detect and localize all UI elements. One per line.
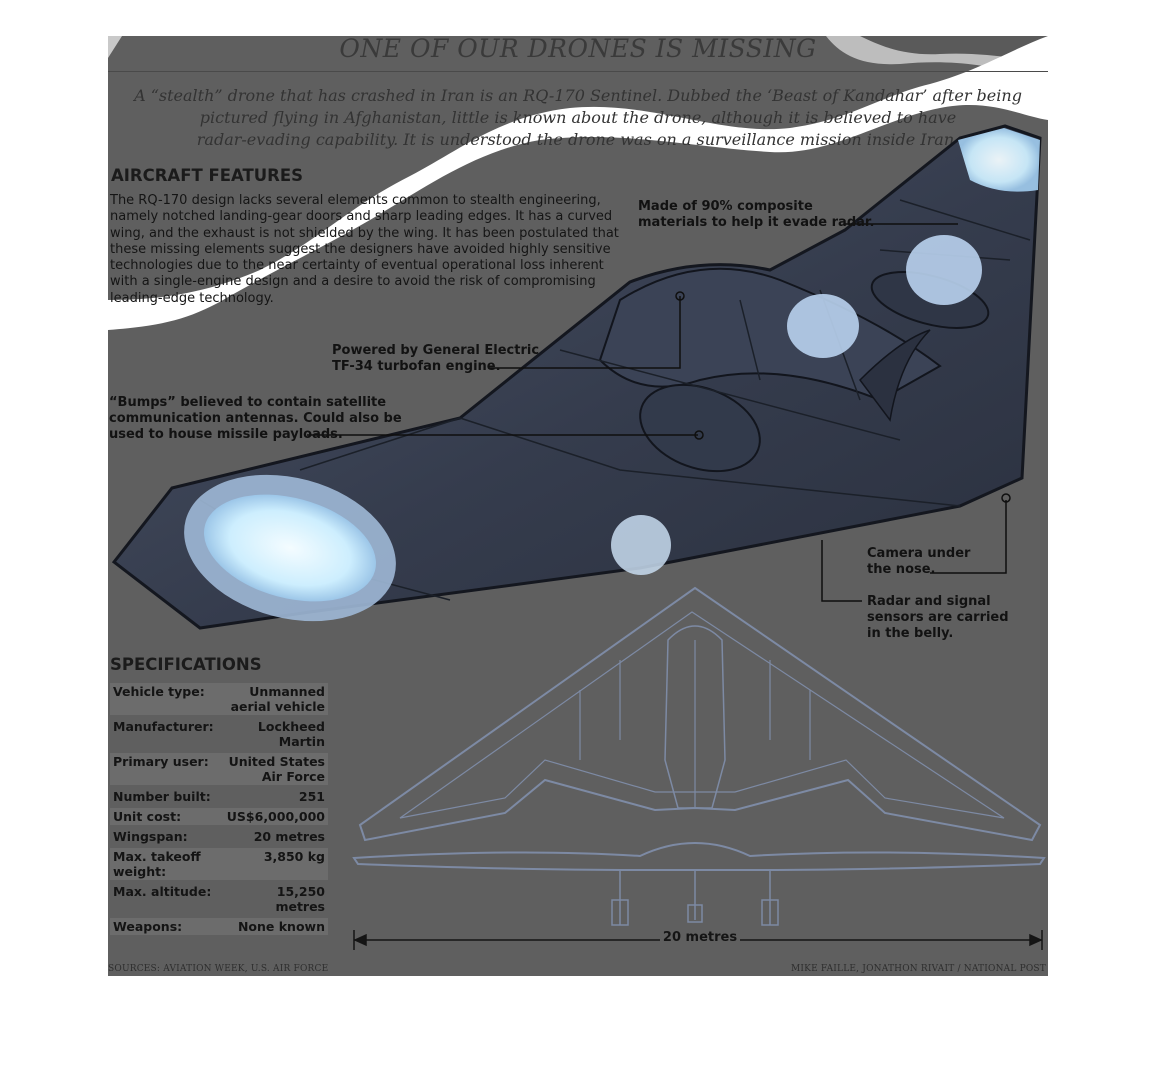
callout-radar: Radar and signal sensors are carried in …	[867, 594, 1009, 642]
spec-label: Weapons:	[110, 918, 222, 935]
front-view	[352, 842, 1046, 871]
spec-label: Primary user:	[110, 753, 222, 785]
spec-value: None known	[221, 918, 328, 935]
spec-value: 15,250 metres	[275, 884, 325, 914]
plan-view-inner	[399, 611, 1005, 819]
spec-value: 20 metres	[253, 829, 325, 844]
callout-bumps: “Bumps” believed to contain satellite co…	[109, 395, 402, 443]
plan-panel-lines	[579, 640, 811, 808]
plan-view-outline	[358, 586, 1042, 842]
features-line: technologies due to the near certainty o…	[110, 258, 604, 274]
spec-row: Max. takeoff weight: 3,850 kg	[110, 848, 328, 880]
callout-line: Made of 90% composite	[638, 199, 813, 214]
callout-line: Radar and signal	[867, 594, 991, 609]
spec-label: Wingspan:	[113, 829, 188, 844]
spec-label: Vehicle type:	[110, 683, 222, 715]
right-wave-dark	[860, 36, 1048, 62]
spec-value-line: United States	[228, 754, 325, 769]
tail-surface	[859, 329, 931, 422]
spec-value-line: Air Force	[261, 769, 325, 784]
spec-value-line: Unmanned	[249, 684, 325, 699]
callout-line: sensors are carried	[867, 610, 1009, 625]
features-text: The RQ-170 design lacks several elements…	[110, 193, 619, 307]
camera-leader	[930, 500, 1007, 574]
spec-label: Max. takeoff weight:	[110, 848, 222, 880]
engine-leader	[488, 296, 681, 369]
plan-fuselage	[664, 625, 726, 809]
dimension-label: 20 metres	[660, 930, 740, 945]
intro-line: pictured flying in Afghanistan, little i…	[199, 108, 957, 127]
spec-row: Number built: 251	[110, 788, 328, 805]
callout-line: communication antennas. Could also be	[109, 411, 402, 426]
page-title: ONE OF OUR DRONES IS MISSING	[339, 34, 817, 63]
features-line: leading-edge technology.	[110, 290, 274, 306]
title-rule	[108, 71, 1048, 72]
spec-row: Manufacturer: Lockheed Martin	[110, 718, 328, 750]
hump-highlight	[787, 294, 859, 358]
bumps-dot	[694, 430, 704, 440]
body-wave	[108, 36, 1048, 330]
wingtip-highlight	[958, 128, 1040, 192]
callout-line: TF-34 turbofan engine.	[332, 359, 501, 374]
spec-value: 3,850 kg	[221, 848, 328, 880]
callout-line: Powered by General Electric	[332, 343, 540, 358]
features-line: these missing elements suggest the desig…	[110, 241, 611, 257]
credit: MIKE FAILLE, JONATHON RIVAIT / NATIONAL …	[791, 964, 1046, 974]
callout-line: materials to help it evade radar.	[638, 215, 875, 230]
intro-line: A “stealth” drone that has crashed in Ir…	[134, 86, 1022, 105]
callout-line: in the belly.	[867, 626, 954, 641]
dimension-arrow-left	[353, 933, 367, 947]
spec-value-line: aerial vehicle	[230, 699, 325, 714]
spec-row: Max. altitude: 15,250 metres	[110, 883, 328, 915]
engine-dot	[675, 291, 685, 301]
callout-engine: Powered by General Electric TF-34 turbof…	[332, 343, 539, 375]
features-line: The RQ-170 design lacks several elements…	[110, 193, 601, 208]
specs-heading: SPECIFICATIONS	[110, 655, 262, 674]
intro-line: radar-evading capability. It is understo…	[196, 130, 960, 149]
features-line: with a single-engine design and a desire…	[110, 274, 596, 290]
features-line: namely notched landing-gear doors and sh…	[110, 209, 613, 225]
spec-label: Unit cost:	[110, 808, 222, 825]
intro-text: A “stealth” drone that has crashed in Ir…	[108, 85, 1048, 151]
landing-gear	[611, 870, 779, 926]
spec-row: Weapons: None known	[110, 918, 328, 935]
spec-row: Unit cost: US$6,000,000	[110, 808, 328, 825]
spec-label: Manufacturer:	[113, 719, 214, 734]
bump-highlight	[611, 515, 671, 575]
wing-highlight-left-core	[204, 494, 376, 602]
engine-highlight	[906, 235, 982, 305]
callout-camera: Camera under the nose.	[867, 546, 970, 578]
camera-dot	[1001, 493, 1011, 503]
radar-leader	[821, 540, 862, 602]
features-line: wing, and the exhaust is not shielded by…	[110, 225, 619, 241]
spec-row: Wingspan: 20 metres	[110, 828, 328, 845]
callout-line: Camera under	[867, 546, 971, 561]
spec-value: Lockheed Martin	[257, 719, 325, 749]
spec-value: 251	[298, 789, 325, 804]
callout-composite: Made of 90% composite materials to help …	[638, 199, 874, 231]
callout-line: “Bumps” believed to contain satellite	[109, 395, 387, 410]
callout-line: the nose.	[867, 562, 936, 577]
spec-value: US$6,000,000	[221, 808, 328, 825]
dimension-arrow-right	[1029, 933, 1043, 947]
features-heading: AIRCRAFT FEATURES	[111, 166, 304, 185]
sources: SOURCES: AVIATION WEEK, U.S. AIR FORCE	[108, 964, 329, 974]
spec-label: Max. altitude:	[113, 884, 212, 899]
callout-line: used to house missile payloads.	[109, 427, 343, 442]
spec-label: Number built:	[113, 789, 211, 804]
top-wave	[108, 36, 122, 58]
